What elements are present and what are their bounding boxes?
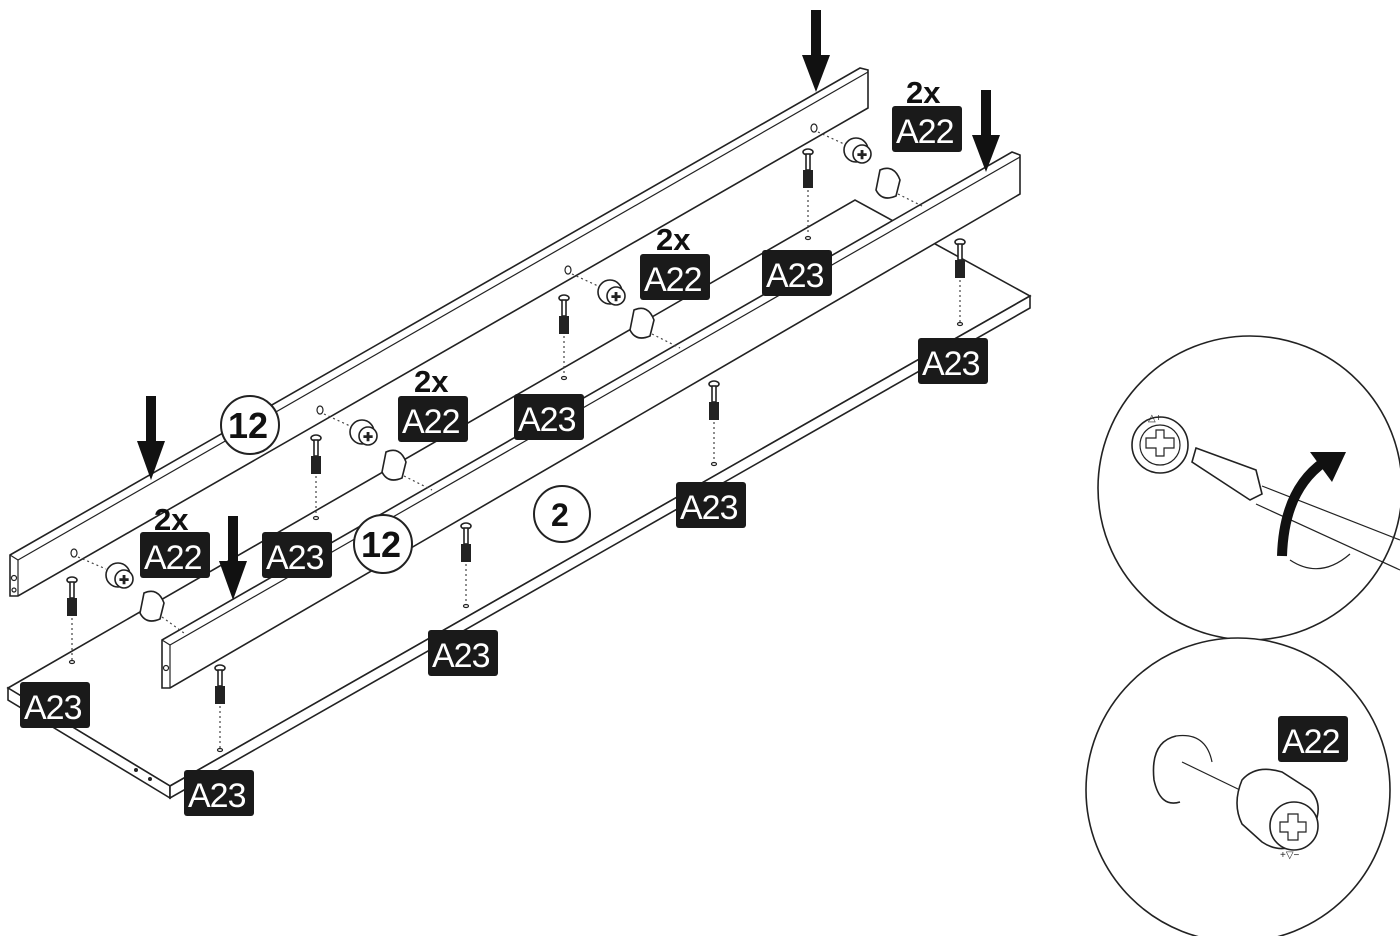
bolt-icon [460, 522, 472, 609]
arrow-down-icon [137, 396, 165, 480]
quantity-label: 2x [154, 502, 189, 537]
a22-label: A22 [144, 539, 202, 577]
cam-bolts [66, 148, 966, 753]
a23-callouts: A23 A23 A23 A23 A23 A23 A23 A23 [20, 250, 988, 816]
a23-label: A23 [766, 257, 824, 295]
bolt-icon [214, 664, 226, 753]
quantity-label: 2x [656, 222, 691, 257]
a23-label: A23 [680, 489, 738, 527]
a23-label: A23 [24, 689, 82, 727]
board-part-number: 2 [551, 497, 569, 533]
bolt-icon [708, 380, 720, 467]
a22-label: A22 [644, 261, 702, 299]
a22-label: A22 [402, 403, 460, 441]
rail-part-number: 12 [361, 524, 401, 565]
arrow-down-icon [802, 10, 830, 92]
rail-part-number: 12 [228, 405, 268, 446]
svg-text:✚: ✚ [611, 290, 621, 304]
bolt-icon [558, 294, 570, 381]
press-down-arrows [137, 10, 1000, 600]
bolt-icon [954, 238, 966, 327]
arrow-down-icon [972, 90, 1000, 172]
arrow-down-icon [219, 516, 247, 600]
detail-a22-label: A22 [1282, 723, 1340, 761]
insert-detail-view: +▽− A22 [1085, 637, 1391, 936]
svg-text:△+: △+ [1148, 413, 1162, 424]
screwdriver-icon [1191, 446, 1400, 571]
cam-lock-face-icon: △+ [1131, 413, 1189, 474]
back-rail [9, 67, 869, 597]
part-number-circles: 12 12 2 [220, 395, 591, 574]
a22-label: A22 [896, 113, 954, 151]
cam-lock-pair: ✚ [316, 405, 433, 491]
cam-lock-insert-icon: +▽− [1236, 768, 1319, 861]
quantity-label: 2x [414, 364, 449, 399]
rotate-arrow-icon [1277, 452, 1351, 570]
bolt-icon [310, 434, 322, 521]
cam-lock-pair: ✚ [810, 123, 923, 207]
bolt-icon [66, 576, 78, 665]
svg-text:+▽−: +▽− [1280, 850, 1300, 861]
quantity-label: 2x [906, 75, 941, 110]
a23-label: A23 [518, 401, 576, 439]
a23-label: A23 [922, 345, 980, 383]
svg-text:✚: ✚ [857, 148, 867, 162]
cam-lock-pair: ✚ [70, 548, 185, 634]
turn-detail-view: △+ [1097, 335, 1400, 641]
cam-lock-pair: ✚ [564, 265, 681, 349]
svg-text:✚: ✚ [363, 430, 373, 444]
cam-locks: ✚ ✚ ✚ ✚ [70, 123, 923, 634]
a22-callouts: 2x A22 2x A22 2x A22 2x A22 [140, 75, 962, 578]
a23-label: A23 [432, 637, 490, 675]
a23-label: A23 [266, 539, 324, 577]
bolt-icon [802, 148, 814, 241]
a23-label: A23 [188, 777, 246, 815]
svg-text:✚: ✚ [119, 573, 129, 587]
